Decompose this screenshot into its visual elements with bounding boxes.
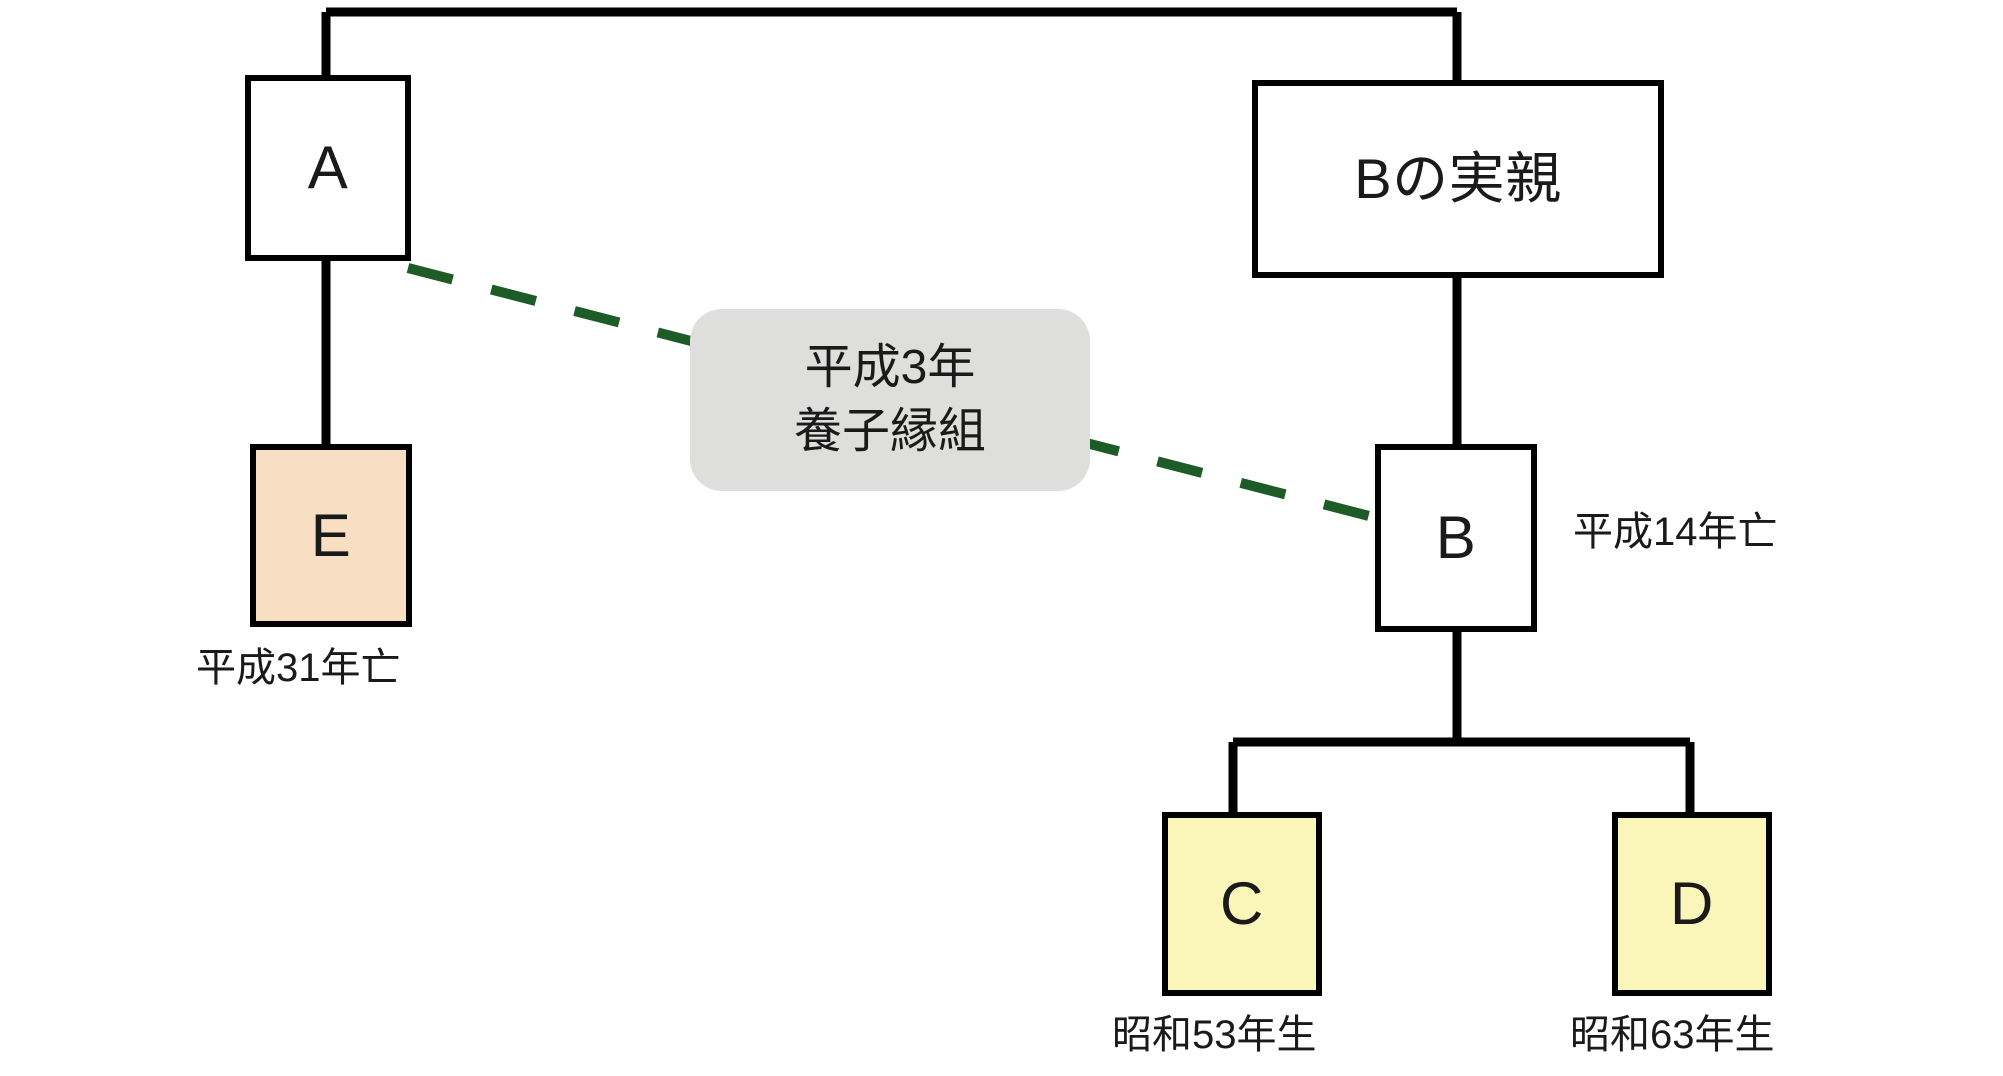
node-c-label: C — [1220, 870, 1264, 937]
node-e[interactable]: E — [250, 444, 412, 627]
annotation-e-death: 平成31年亡 — [196, 646, 401, 690]
top-connector-line — [321, 7, 1462, 82]
node-a[interactable]: A — [245, 75, 411, 261]
annotation-c-birth: 昭和53年生 — [1112, 1013, 1317, 1057]
node-c[interactable]: C — [1162, 812, 1322, 996]
node-b-parents[interactable]: Bの実親 — [1252, 80, 1664, 278]
adoption-note-line-1: 平成3年 — [804, 340, 976, 394]
annotation-b-death: 平成14年亡 — [1573, 510, 1778, 554]
node-a-label: A — [307, 134, 349, 201]
node-b-parents-label: Bの実親 — [1354, 147, 1562, 210]
adoption-note-chip: 平成3年 養子縁組 — [690, 309, 1090, 491]
b-to-children-line — [1228, 630, 1695, 812]
node-d-label: D — [1670, 870, 1714, 937]
node-b[interactable]: B — [1375, 444, 1537, 632]
node-b-label: B — [1435, 504, 1477, 571]
node-d[interactable]: D — [1612, 812, 1772, 996]
annotation-d-birth: 昭和63年生 — [1570, 1013, 1775, 1057]
node-e-label: E — [310, 501, 352, 569]
adoption-note-line-2: 養子縁組 — [793, 405, 986, 458]
